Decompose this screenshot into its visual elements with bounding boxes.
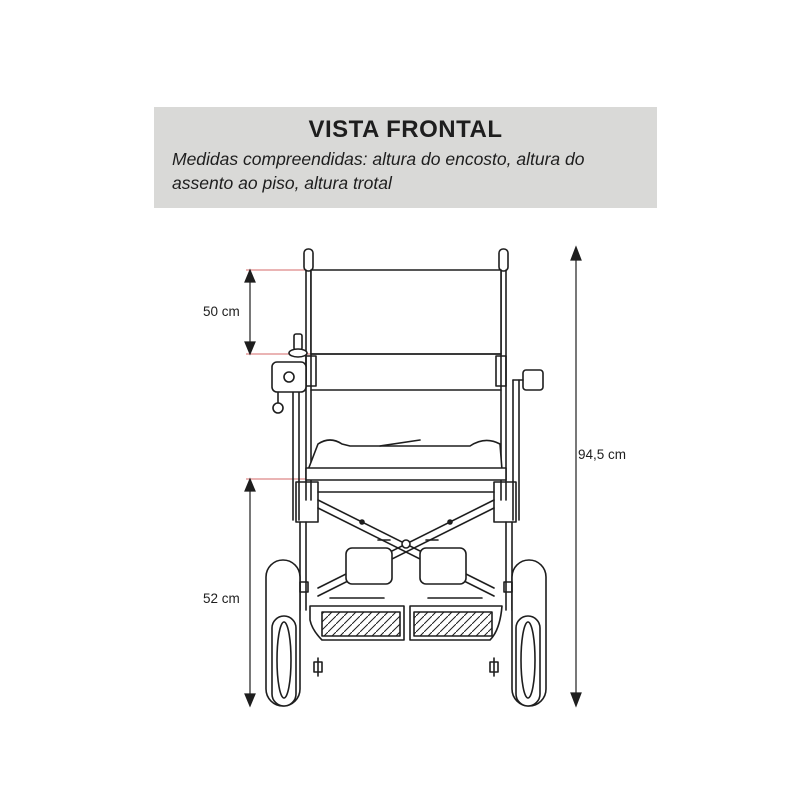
title-box: VISTA FRONTAL Medidas compreendidas: alt…	[154, 107, 657, 208]
footrest-right	[409, 605, 503, 641]
footrest-left	[309, 605, 405, 641]
page-title: VISTA FRONTAL	[308, 116, 503, 143]
backrest-height-label: 50 cm	[203, 304, 240, 319]
dimension-arrows	[244, 245, 582, 708]
wheel-left	[265, 559, 309, 707]
page-subtitle: Medidas compreendidas: altura do encosto…	[172, 149, 585, 193]
total-height-label: 94,5 cm	[578, 447, 627, 462]
wheel-right	[503, 559, 547, 707]
seat-height-label: 52 cm	[203, 591, 240, 606]
wheelchair	[265, 248, 547, 707]
joystick-controller	[271, 333, 308, 414]
